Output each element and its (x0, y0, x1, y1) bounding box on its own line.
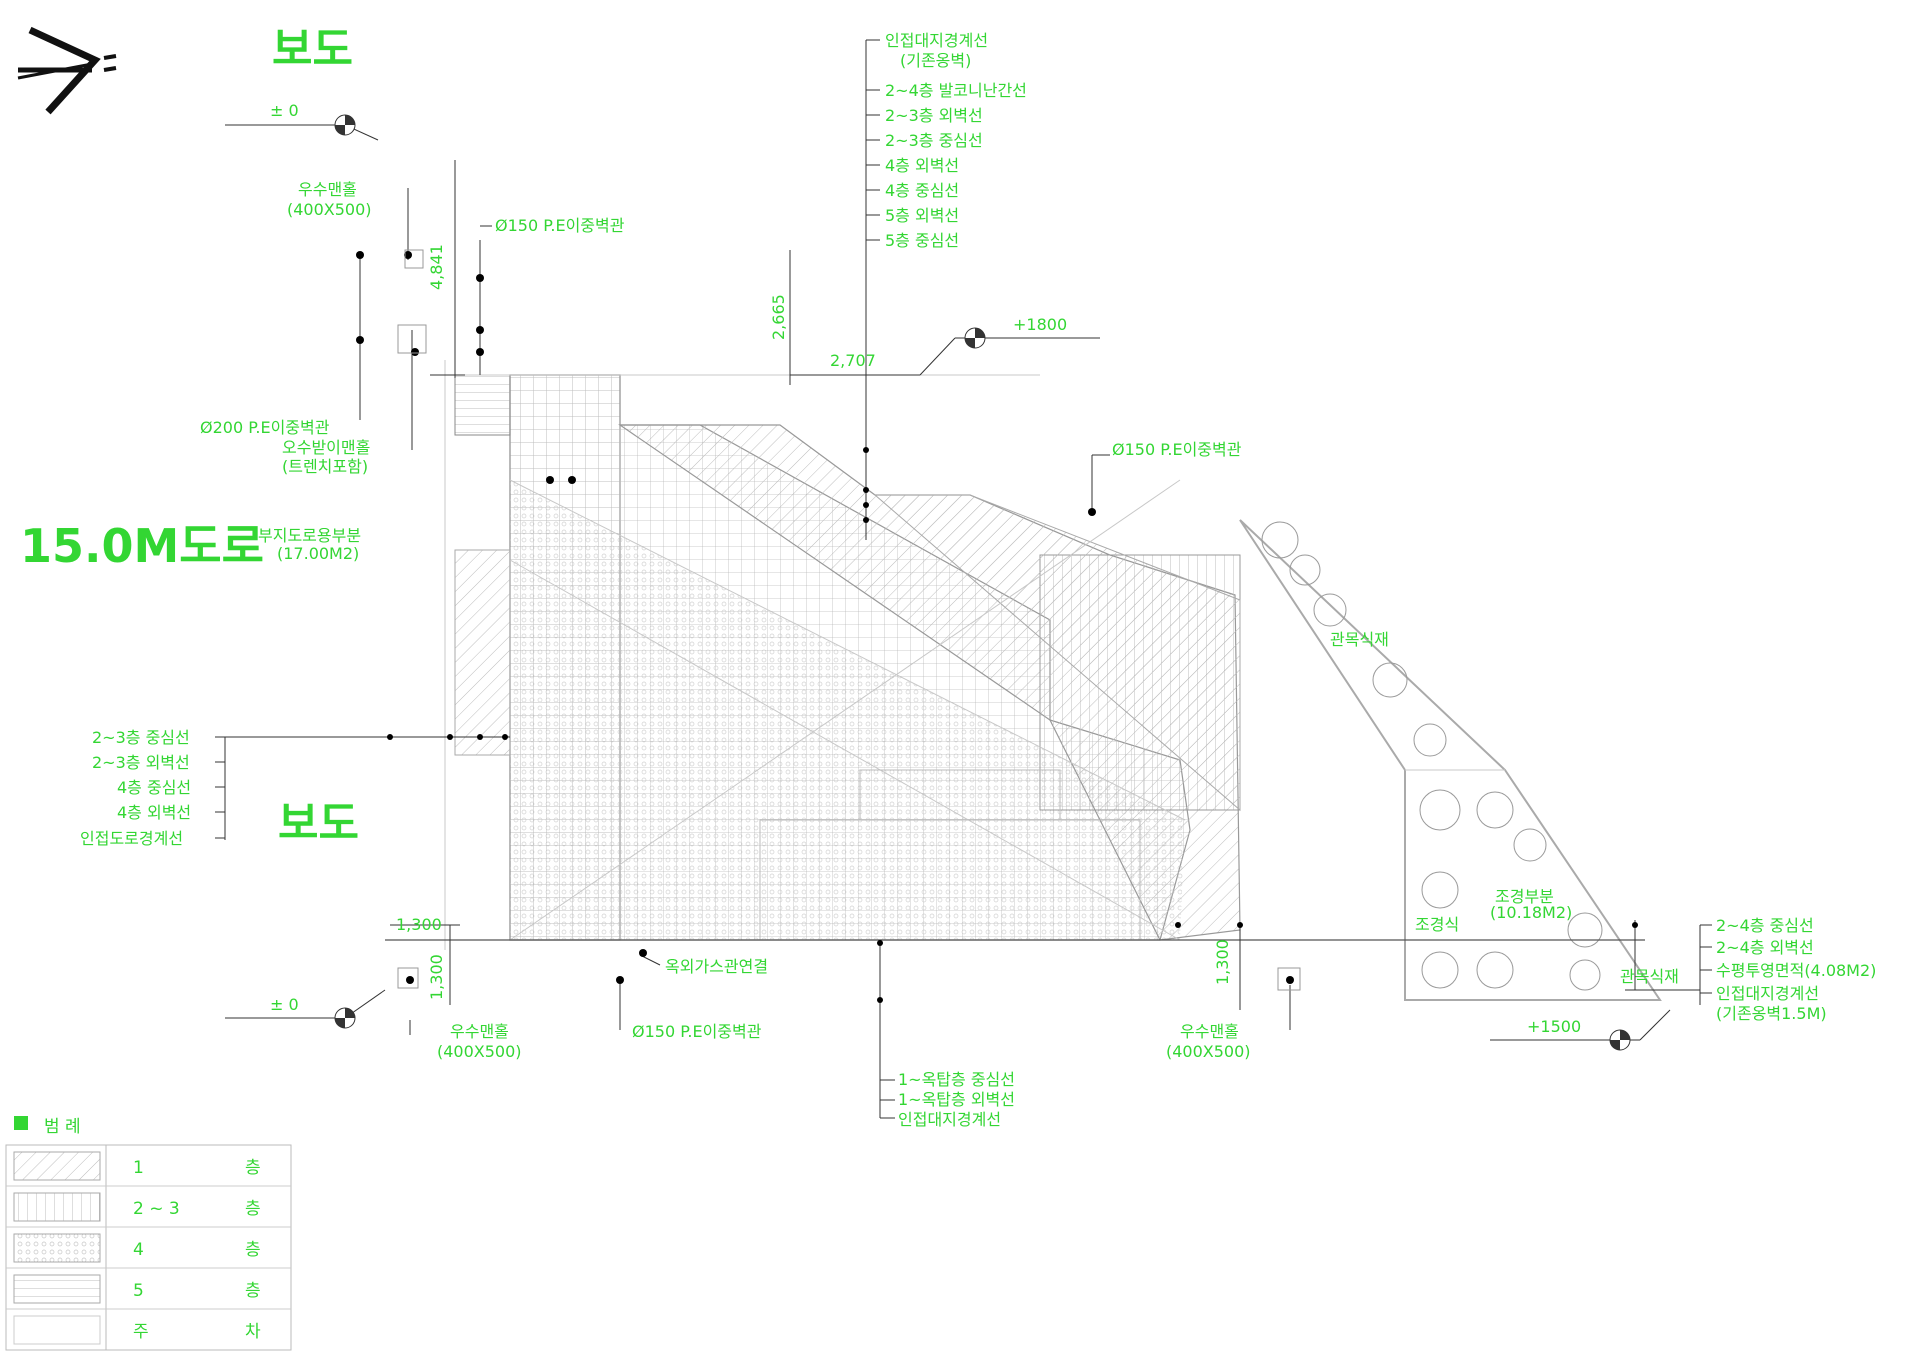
callout-left-2: 4층 중심선 (117, 778, 191, 797)
callout-top-2: 2~4층 발코니난간선 (885, 81, 1027, 100)
pipe-200-label: Ø200 P.E이중벽관 (200, 418, 330, 437)
callout-bottom-0: 1~옥탑층 중심선 (898, 1070, 1015, 1089)
callout-top-3: 2~3층 외벽선 (885, 106, 983, 125)
dim-2665: 2,665 (769, 294, 788, 340)
legend-title: 범 례 (44, 1117, 81, 1137)
landscape-area-label: (10.18M2) (1490, 903, 1572, 922)
callout-top-8: 5층 중심선 (885, 231, 959, 250)
legend-row-2-label: 4 (133, 1240, 144, 1260)
tree-b-label: 조경식 (1415, 915, 1459, 934)
dim-4841: 4,841 (427, 244, 446, 290)
level-markers (334, 114, 1631, 1051)
legend-row-3-label: 5 (133, 1281, 144, 1301)
manhole-bottom-left-size: (400X500) (437, 1042, 522, 1061)
sidewalk-top-label: 보도 (272, 24, 353, 75)
manhole-bottom-left-title: 우수맨홀 (450, 1022, 509, 1041)
pipe-150-top-label: Ø150 P.E이중벽관 (495, 216, 625, 235)
level-bottom-left: ± 0 (270, 995, 299, 1014)
callout-right-3: 인접대지경계선 (1716, 984, 1819, 1003)
callout-left-3: 4층 외벽선 (117, 803, 191, 822)
callout-right-2: 수평투영면적(4.08M2) (1716, 961, 1876, 980)
legend-row-0-label: 1 (133, 1158, 144, 1178)
pipe-150-right-label: Ø150 P.E이중벽관 (1112, 440, 1242, 459)
level-top-left: ± 0 (270, 101, 299, 120)
dim-1300-b: 1,300 (427, 954, 446, 1000)
legend-row-3-unit: 층 (245, 1281, 261, 1301)
north-arrow-icon (17, 26, 117, 115)
tree-a-label: 관목식재 (1330, 630, 1389, 649)
callout-top-0: 인접대지경계선 (885, 31, 988, 50)
callout-right-4: (기존옹벽1.5M) (1716, 1004, 1827, 1023)
trench-sub-label: (트렌치포함) (282, 457, 368, 476)
callout-top-group: 인접대지경계선 (기존옹벽) 2~4층 발코니난간선 2~3층 외벽선 2~3층… (866, 31, 1027, 250)
callout-left-4: 인접도로경계선 (80, 829, 183, 848)
callout-left-1: 2~3층 외벽선 (92, 753, 190, 772)
legend-row-1-unit: 층 (245, 1199, 261, 1219)
legend: 범 례 1 층 2 ~ 3 층 4 층 5 층 주 차 (5, 1116, 292, 1351)
legend-row-4-label: 주 (133, 1322, 149, 1342)
legend-row-1-label: 2 ~ 3 (133, 1199, 180, 1219)
callout-left-0: 2~3층 중심선 (92, 728, 190, 747)
callout-top-1: (기존옹벽) (900, 51, 971, 70)
trench-label: 오수받이맨홀 (282, 438, 370, 457)
dim-2707: 2,707 (830, 351, 876, 370)
callout-right-1: 2~4층 외벽선 (1716, 938, 1814, 957)
parking-label: 부지도로용부분 (258, 526, 361, 545)
landscape-label: 조경부분 (1495, 887, 1554, 906)
manhole-top-left-size: (400X500) (287, 200, 372, 219)
legend-row-0-unit: 층 (245, 1158, 261, 1178)
pipe-150-bottom-label: Ø150 P.E이중벽관 (632, 1022, 762, 1041)
manhole-bottom-right-title: 우수맨홀 (1180, 1022, 1239, 1041)
callout-right-group: 2~4층 중심선 2~4층 외벽선 수평투영면적(4.08M2) 인접대지경계선… (1700, 916, 1876, 1023)
legend-row-4-unit: 차 (245, 1322, 261, 1342)
sidewalk-bottom-label: 보도 (278, 798, 359, 849)
manhole-bottom-right-size: (400X500) (1166, 1042, 1251, 1061)
callout-top-4: 2~3층 중심선 (885, 131, 983, 150)
level-top-right: +1800 (1013, 315, 1067, 334)
callout-right-0: 2~4층 중심선 (1716, 916, 1814, 935)
gas-label: 옥외가스관연결 (665, 957, 768, 976)
callout-bottom-2: 인접대지경계선 (898, 1110, 1001, 1129)
manhole-top-left-title: 우수맨홀 (298, 180, 357, 199)
legend-row-2-unit: 층 (245, 1240, 261, 1260)
road-name-label: 15.0M도로 (20, 519, 264, 573)
callout-bottom-1: 1~옥탑층 외벽선 (898, 1090, 1015, 1109)
utility-points (356, 251, 1638, 1003)
tree-c-label: 관목식재 (1620, 967, 1679, 986)
parking-area-label: (17.00M2) (277, 544, 359, 563)
callout-left-group: 2~3층 중심선 2~3층 외벽선 4층 중심선 4층 외벽선 인접도로경계선 (80, 728, 225, 848)
level-bottom-right: +1500 (1527, 1017, 1581, 1036)
callout-top-7: 5층 외벽선 (885, 206, 959, 225)
building-footprint (444, 360, 1241, 950)
leader-lines (224, 40, 1701, 1118)
callout-bottom-group: 1~옥탑층 중심선 1~옥탑층 외벽선 인접대지경계선 (880, 1070, 1015, 1129)
callout-top-6: 4층 중심선 (885, 181, 959, 200)
landscape-area (1239, 519, 1662, 1001)
dim-1300-c: 1,300 (1213, 939, 1232, 985)
dim-1300-a: 1,300 (396, 915, 442, 934)
callout-top-5: 4층 외벽선 (885, 156, 959, 175)
